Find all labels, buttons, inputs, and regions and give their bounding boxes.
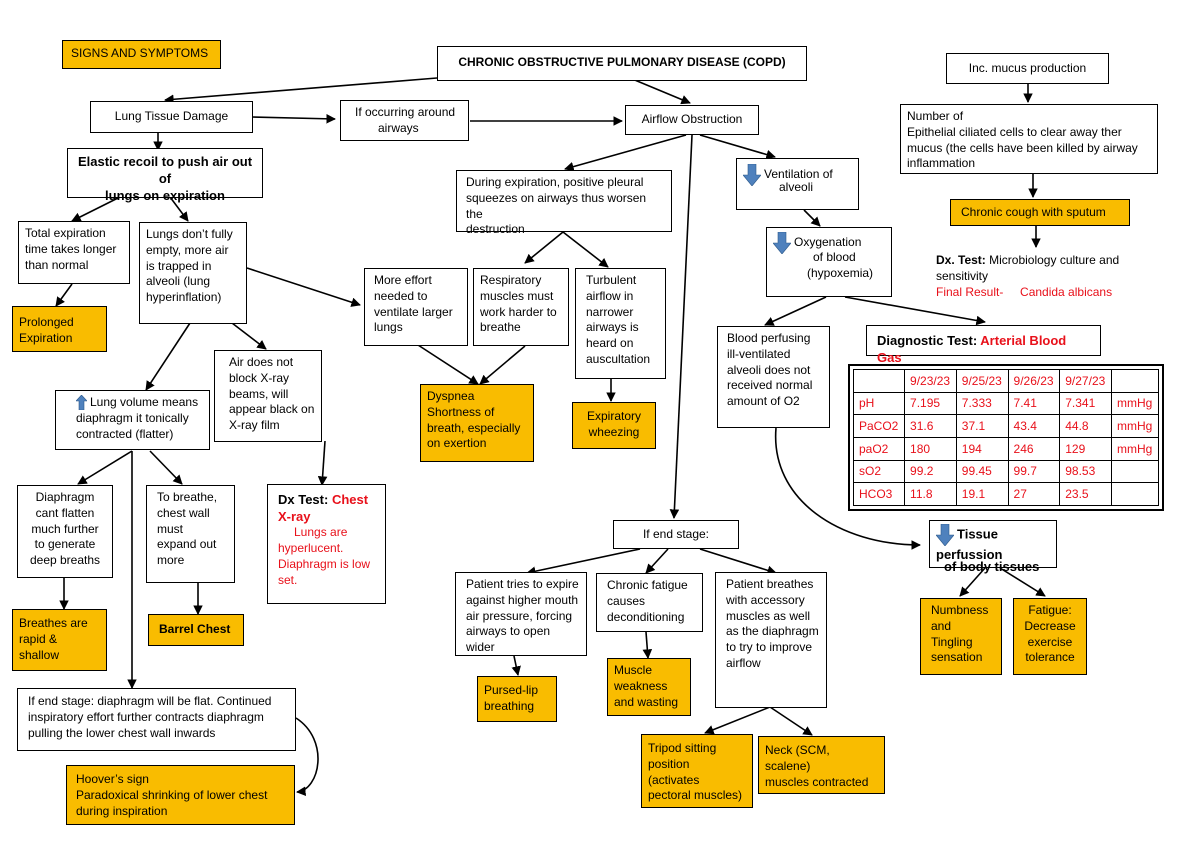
neck-muscles-contracted: Neck (SCM,scalene)muscles contracted	[758, 736, 885, 794]
diagnostic-test-abg: Diagnostic Test: Arterial Blood Gas	[866, 325, 1101, 365]
abg-cell: paO2	[852, 436, 906, 461]
abg-cell: mmHg	[1110, 391, 1160, 416]
dx-test-chest-xray: Dx Test: Chest X-ray Lungs are hyperluce…	[267, 484, 386, 604]
abg-cell: sO2	[852, 459, 906, 484]
abg-header-cell	[1110, 369, 1160, 393]
abg-cell: 37.1	[955, 414, 1009, 438]
abg-cell: 98.53	[1059, 459, 1112, 484]
abg-cell: PaCO2	[852, 414, 906, 438]
tissue-perfusion: Tissue perfussion of body tissues	[929, 520, 1057, 574]
abg-cell: 7.41	[1007, 391, 1061, 416]
abg-cell: pH	[852, 391, 906, 416]
abg-cell: HCO3	[852, 482, 906, 506]
abg-cell: 99.7	[1007, 459, 1061, 484]
if-end-stage: If end stage:	[613, 520, 739, 549]
up-arrow-icon	[76, 395, 87, 411]
abg-cell: mmHg	[1110, 414, 1160, 438]
end-stage-diaphragm-flat: If end stage: diaphragm will be flat. Co…	[17, 688, 296, 751]
abg-cell: 246	[1007, 436, 1061, 461]
abg-cell: 23.5	[1059, 482, 1112, 506]
abg-cell: 44.8	[1059, 414, 1112, 438]
abg-cell	[1110, 459, 1160, 484]
abg-cell: 7.333	[955, 391, 1009, 416]
abg-cell: 129	[1059, 436, 1112, 461]
abg-header-cell: 9/27/23	[1059, 369, 1112, 393]
abg-cell: 180	[904, 436, 957, 461]
abg-cell: 27	[1007, 482, 1061, 506]
lung-tissue-damage: Lung Tissue Damage	[90, 101, 253, 133]
ventilation-of-alveoli: Ventilation of alveoli	[736, 158, 859, 210]
abg-header-cell: 9/23/23	[904, 369, 957, 393]
chronic-cough-sputum: Chronic cough with sputum	[950, 199, 1130, 226]
abg-cell	[1110, 482, 1160, 506]
abg-cell: 7.195	[904, 391, 957, 416]
abg-cell: 11.8	[904, 482, 957, 506]
abg-header-cell: 9/26/23	[1007, 369, 1061, 393]
abg-cell: 7.341	[1059, 391, 1112, 416]
abg-header-cell	[852, 369, 906, 393]
abg-cell: 99.45	[955, 459, 1009, 484]
dx-test-microbiology: Dx. Test: Microbiology culture and sensi…	[930, 249, 1130, 307]
down-arrow-icon	[773, 232, 791, 254]
signs-and-symptoms-title: SIGNS AND SYMPTOMS	[62, 40, 221, 69]
abg-cell: 31.6	[904, 414, 957, 438]
abg-cell: mmHg	[1110, 436, 1160, 461]
abg-cell: 194	[955, 436, 1009, 461]
lung-volume-diaphragm: Lung volume means diaphragm it tonically…	[55, 390, 210, 450]
down-arrow-icon	[743, 164, 761, 186]
down-arrow-icon	[936, 524, 954, 546]
increased-mucus-production: Inc. mucus production	[946, 53, 1109, 84]
abg-header-cell: 9/25/23	[955, 369, 1009, 393]
abg-cell: 19.1	[955, 482, 1009, 506]
abg-cell: 99.2	[904, 459, 957, 484]
copd-title: CHRONIC OBSTRUCTIVE PULMONARY DISEASE (C…	[437, 46, 807, 81]
barrel-chest: Barrel Chest	[148, 614, 244, 646]
abg-cell: 43.4	[1007, 414, 1061, 438]
airflow-obstruction: Airflow Obstruction	[625, 105, 759, 135]
oxygenation-of-blood: Oxygenation of blood (hypoxemia)	[766, 227, 892, 297]
